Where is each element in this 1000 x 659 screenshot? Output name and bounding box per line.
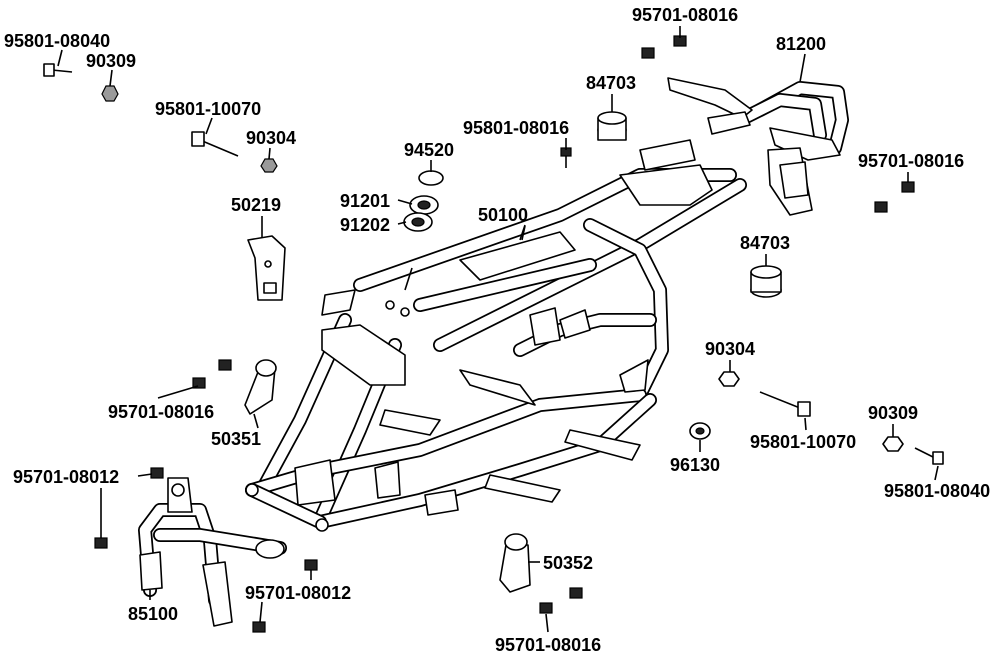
clip-94520 [418, 170, 444, 186]
label-95701-08012-left: 95701-08012 [13, 467, 119, 487]
bracket-50219 [247, 235, 286, 301]
bolt-95801-08040-right [914, 447, 944, 465]
part-labels: 95801-08040 90309 95801-10070 90304 5021… [4, 5, 990, 655]
bolt-95701-08016-bottom [539, 587, 583, 614]
label-95701-08016-top: 95701-08016 [632, 5, 738, 25]
label-95801-10070-top-left: 95801-10070 [155, 99, 261, 119]
bolt-95801-10070-right [759, 391, 811, 417]
label-91201: 91201 [340, 191, 390, 211]
label-96130: 96130 [670, 455, 720, 475]
mount-50352 [499, 533, 531, 593]
label-95801-08016: 95801-08016 [463, 118, 569, 138]
label-84703-right: 84703 [740, 233, 790, 253]
label-50219: 50219 [231, 195, 281, 215]
label-91202: 91202 [340, 215, 390, 235]
bolt-95801-10070-top-left [191, 131, 239, 157]
label-95701-08016-left: 95701-08016 [108, 402, 214, 422]
label-50352: 50352 [543, 553, 593, 573]
label-95701-08016-bottom: 95701-08016 [495, 635, 601, 655]
label-95701-08012-bottom: 95701-08012 [245, 583, 351, 603]
label-90309-right: 90309 [868, 403, 918, 423]
seal-96130 [689, 422, 711, 440]
label-95701-08016-right: 95701-08016 [858, 151, 964, 171]
label-50100: 50100 [478, 205, 528, 225]
nut-90304-right [718, 371, 740, 387]
label-95801-08040-top-left: 95801-08040 [4, 31, 110, 51]
bolt-95801-08040-top-left [43, 63, 73, 77]
bolt-95701-08016-top [641, 35, 687, 59]
label-84703-top: 84703 [586, 73, 636, 93]
nut-90309-right [882, 436, 904, 452]
bearing-91201 [409, 195, 439, 215]
rubber-84703-top [597, 111, 627, 141]
bearing-91202 [403, 212, 433, 232]
label-81200: 81200 [776, 34, 826, 54]
rubber-84703-right [750, 265, 782, 298]
bolt-95701-08016-right [874, 181, 915, 213]
label-50351: 50351 [211, 429, 261, 449]
nut-90309-top-left [101, 85, 119, 102]
label-94520: 94520 [404, 140, 454, 160]
label-90304-top-left: 90304 [246, 128, 296, 148]
main-frame-50100 [245, 139, 747, 532]
label-90309-top-left: 90309 [86, 51, 136, 71]
front-bumper-85100 [138, 477, 287, 627]
label-95801-10070-right: 95801-10070 [750, 432, 856, 452]
bolt-95801-08016 [560, 147, 572, 168]
label-85100: 85100 [128, 604, 178, 624]
rear-rack-81200 [667, 77, 849, 216]
mount-50351 [244, 359, 277, 415]
label-90304-right: 90304 [705, 339, 755, 359]
nut-90304-top-left [260, 158, 278, 173]
label-95801-08040-right: 95801-08040 [884, 481, 990, 501]
bolt-95701-08016-left [192, 359, 232, 389]
leader-lines [57, 26, 939, 633]
